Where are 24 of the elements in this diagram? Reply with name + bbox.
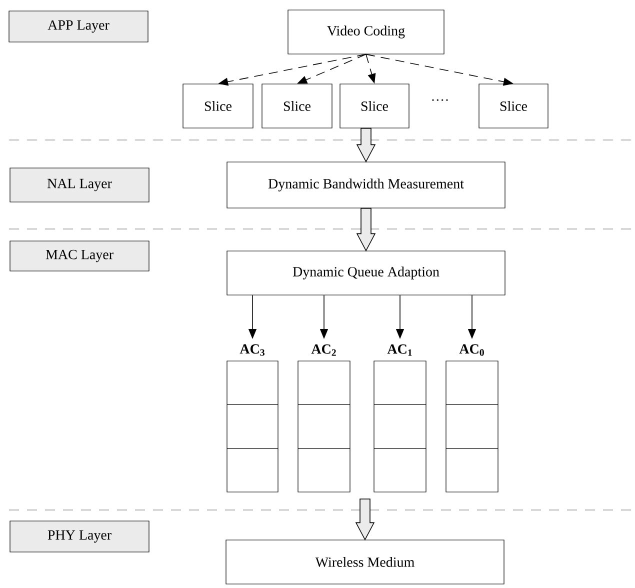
process-box: Dynamic Bandwidth Measurement (226, 162, 506, 208)
block-arrow (355, 498, 375, 541)
process-box: Slice (262, 84, 332, 128)
layer-box: MAC Layer (10, 240, 150, 272)
process-box: Slice (478, 84, 548, 128)
queue-drawing (374, 360, 426, 492)
layer-box: PHY Layer (10, 520, 150, 552)
queue-label: AC$_{1}$ (387, 344, 412, 356)
queue-label: AC$_{2}$ (311, 344, 336, 356)
process-box: Dynamic Queue Adaption (226, 250, 506, 296)
queue-drawing (298, 360, 350, 492)
block-arrow (356, 208, 376, 252)
process-box: Slice (182, 84, 254, 128)
block-arrow (356, 128, 376, 163)
ellipsis-label: ···· (432, 99, 448, 101)
queue-label: AC$_{0}$ (459, 344, 484, 356)
queue-drawing (226, 360, 278, 492)
queue-label: AC$_{3}$ (240, 344, 264, 356)
process-box: Wireless Medium (226, 540, 504, 584)
process-box: Video Coding (288, 10, 444, 54)
queue-drawing (446, 360, 498, 492)
layer-box: NAL Layer (10, 168, 150, 202)
layer-box: APP Layer (8, 10, 148, 42)
process-box: Slice (340, 84, 410, 128)
